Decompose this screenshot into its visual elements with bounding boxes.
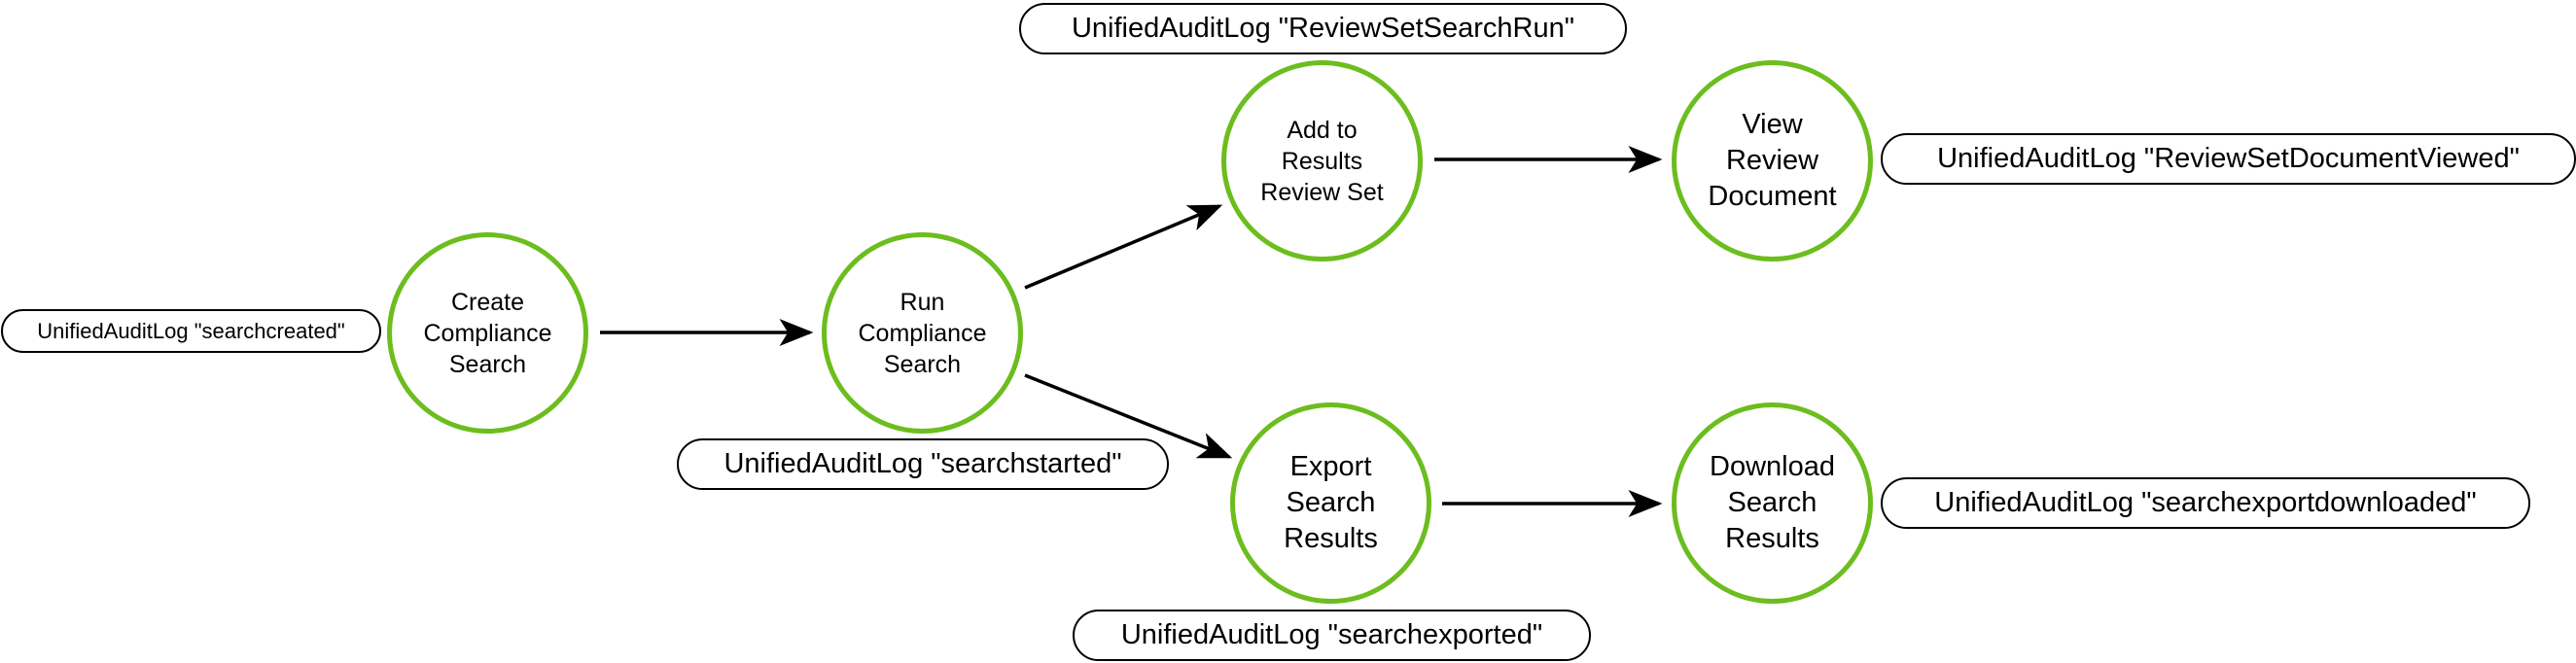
node-run-compliance-search: Run Compliance Search: [822, 232, 1023, 434]
label-searchexported: UnifiedAuditLog "searchexported": [1073, 610, 1591, 661]
arrow-run-to-export: [1024, 373, 1233, 459]
node-add-to-results-review-set: Add to Results Review Set: [1221, 60, 1423, 262]
label-searchexportdownloaded: UnifiedAuditLog "searchexportdownloaded": [1881, 477, 2530, 529]
node-create-compliance-search: Create Compliance Search: [387, 232, 588, 434]
node-download-search-results: Download Search Results: [1672, 402, 1873, 604]
label-searchcreated: UnifiedAuditLog "searchcreated": [1, 309, 381, 353]
node-view-review-document: View Review Document: [1672, 60, 1873, 262]
node-export-search-results: Export Search Results: [1230, 402, 1431, 604]
label-reviewsetdocumentviewed: UnifiedAuditLog "ReviewSetDocumentViewed…: [1881, 133, 2576, 185]
label-reviewsetsearchrun: UnifiedAuditLog "ReviewSetSearchRun": [1019, 3, 1627, 54]
label-searchstarted: UnifiedAuditLog "searchstarted": [677, 438, 1169, 490]
arrow-run-to-add: [1024, 204, 1223, 290]
